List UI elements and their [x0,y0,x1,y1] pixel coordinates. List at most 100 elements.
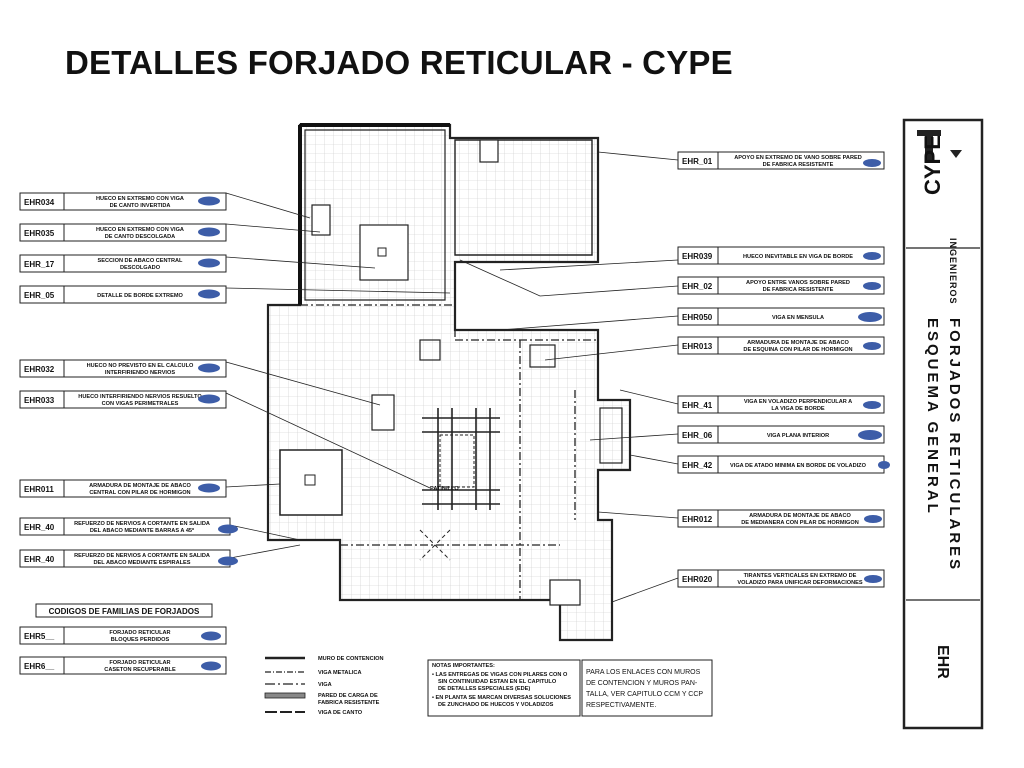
cype-logo: CYPE INGENIEROS [917,130,962,305]
enlaces-block: PARA LOS ENLACES CON MUROS DE CONTENCION… [581,659,713,717]
family-desc: CASETON RECUPERABLE [104,667,176,673]
right-callout-2: EHR_02 APOYO ENTRE VANOS SOBRE PARED DE … [677,276,885,295]
callout-code: EHR_41 [682,401,713,410]
left-callout-6: EHR011 ARMADURA DE MONTAJE DE ABACO CENT… [19,479,227,498]
title-block-code: EHR [934,645,951,679]
marker-ellipse[interactable] [201,661,221,671]
callout-desc: CON VIGAS PERIMETRALES [102,401,179,407]
right-callout-9: EHR020 TIRANTES VERTICALES EN EXTREMO DE… [677,569,885,588]
callout-desc: DE CANTO INVERTIDA [110,203,171,209]
callout-code: EHR_01 [682,157,713,166]
legend-label: PARED DE CARGA DE [318,693,378,699]
callout-desc: HUECO EN EXTREMO CON VIGA [96,196,184,202]
right-callout-6: EHR_06 VIGA PLANA INTERIOR [677,425,885,444]
right-callout-8: EHR012 ARMADURA DE MONTAJE DE ABACO DE M… [677,509,885,528]
callout-code: EHR_05 [24,291,55,300]
notes-line: DE DETALLES ESPECIALES (EDE) [438,686,530,692]
legend-label: VIGA METALICA [318,670,362,676]
legend-label: FABRICA RESISTENTE [318,700,380,706]
page-title: DETALLES FORJADO RETICULAR - CYPE [65,44,733,81]
notes-block: NOTAS IMPORTANTES: • LAS ENTREGAS DE VIG… [427,659,581,717]
callout-code: EHR033 [24,396,55,405]
left-callout-1: EHR035 HUECO EN EXTREMO CON VIGA DE CANT… [19,223,227,242]
callout-desc: DE CANTO DESCOLGADA [105,234,175,240]
callout-desc: HUECO EN EXTREMO CON VIGA [96,227,184,233]
callout-desc: VIGA DE ATADO MINIMA EN BORDE DE VOLADIZ… [730,463,867,469]
leader-lines [225,151,679,603]
callout-desc: INTERFIRIENDO NERVIOS [105,370,175,376]
callout-desc: CENTRAL CON PILAR DE HORMIGON [89,490,190,496]
families-heading: CODIGOS DE FAMILIAS DE FORJADOS [49,607,200,616]
marker-ellipse[interactable] [878,461,890,469]
notes-line: • LAS ENTREGAS DE VIGAS CON PILARES CON … [432,672,568,678]
callout-code: EHR039 [682,252,713,261]
callout-code: EHR_42 [682,461,713,470]
callout-code: EHR_17 [24,260,55,269]
marker-ellipse[interactable] [858,312,882,322]
callout-code: EHR034 [24,198,55,207]
legend-label: MURO DE CONTENCION [318,656,384,662]
marker-ellipse[interactable] [863,282,881,290]
callout-desc: HUECO NO PREVISTO EN EL CALCULO [87,363,194,369]
marker-ellipse[interactable] [864,575,882,583]
marker-ellipse[interactable] [198,483,220,493]
marker-ellipse[interactable] [198,363,220,373]
marker-ellipse[interactable] [863,252,881,260]
marker-ellipse[interactable] [198,196,220,206]
callout-desc: VIGA PLANA INTERIOR [767,433,829,439]
callout-desc: ARMADURA DE MONTAJE DE ABACO [89,483,191,489]
left-callout-5: EHR033 HUECO INTERFIRIENDO NERVIOS RESUE… [19,390,227,409]
right-callout-3: EHR050 VIGA EN MENSULA [677,307,885,326]
callout-code: EHR050 [682,313,713,322]
enlaces-line: DE CONTENCION Y MUROS PAN- [586,680,698,687]
left-callout-8: EHR_40 REFUERZO DE NERVIOS A CORTANTE EN… [19,549,238,568]
callout-desc: DE MEDIANERA CON PILAR DE HORMIGON [741,520,859,526]
marker-ellipse[interactable] [863,342,881,350]
callout-desc: VIGA EN MENSULA [772,315,824,321]
notes-line: SIN CONTINUIDAD ESTAN EN EL CAPITULO [438,679,557,685]
notes-line: DE ZUNCHADO DE HUECOS Y VOLADIZOS [438,702,554,708]
left-callout-4: EHR032 HUECO NO PREVISTO EN EL CALCULO I… [19,359,227,378]
callout-code: EHR013 [682,342,713,351]
marker-ellipse[interactable] [198,394,220,404]
marker-ellipse[interactable] [858,430,882,440]
marker-ellipse[interactable] [201,631,221,641]
marker-ellipse[interactable] [218,524,238,534]
callout-code: EHR_40 [24,555,55,564]
callout-desc: VOLADIZO PARA UNIFICAR DEFORMACIONES [737,580,863,586]
marker-ellipse[interactable] [218,556,238,566]
callout-desc: REFUERZO DE NERVIOS A CORTANTE EN SALIDA [74,553,210,559]
callout-desc: VIGA EN VOLADIZO PERPENDICULAR A [744,399,852,405]
callout-desc: REFUERZO DE NERVIOS A CORTANTE EN SALIDA [74,521,210,527]
right-callout-1: EHR039 HUECO INEVITABLE EN VIGA DE BORDE [677,246,885,265]
enlaces-line: PARA LOS ENLACES CON MUROS [586,669,701,676]
callout-desc: TIRANTES VERTICALES EN EXTREMO DE [744,573,857,579]
logo-subtext: INGENIEROS [948,238,958,305]
callout-desc: LA VIGA DE BORDE [771,406,825,412]
title-block-line2: ESQUEMA GENERAL [924,318,941,516]
left-callout-2: EHR_17 SECCION DE ABACO CENTRAL DESCOLGA… [19,254,227,273]
marker-ellipse[interactable] [864,515,882,523]
marker-ellipse[interactable] [863,401,881,409]
patinillo-label: PATINILLO [430,486,459,492]
enlaces-line: TALLA, VER CAPITULO CCM Y CCP [586,691,703,698]
families-block: CODIGOS DE FAMILIAS DE FORJADOS EHR5__ F… [19,603,227,675]
notes-heading: NOTAS IMPORTANTES: [432,663,495,669]
left-callout-0: EHR034 HUECO EN EXTREMO CON VIGA DE CANT… [19,192,227,211]
notes-line: • EN PLANTA SE MARCAN DIVERSAS SOLUCIONE… [432,695,571,701]
family-desc: FORJADO RETICULAR [109,660,170,666]
marker-ellipse[interactable] [198,227,220,237]
right-callout-4: EHR013 ARMADURA DE MONTAJE DE ABACO DE E… [677,336,885,355]
callout-code: EHR020 [682,575,713,584]
title-block-line1: FORJADOS RETICULARES [946,318,963,572]
marker-ellipse[interactable] [198,289,220,299]
marker-ellipse[interactable] [863,159,881,167]
floor-plan: PATINILLO [266,123,632,642]
callout-code: EHR035 [24,229,55,238]
logo-text: CYPE [920,135,945,195]
callout-desc: DEL ABACO MEDIANTE ESPIRALES [94,560,191,566]
marker-ellipse[interactable] [198,258,220,268]
callout-desc: DE FABRICA RESISTENTE [763,162,834,168]
right-callout-5: EHR_41 VIGA EN VOLADIZO PERPENDICULAR A … [677,395,885,414]
callout-desc: HUECO INTERFIRIENDO NERVIOS RESUELTO [78,394,202,400]
